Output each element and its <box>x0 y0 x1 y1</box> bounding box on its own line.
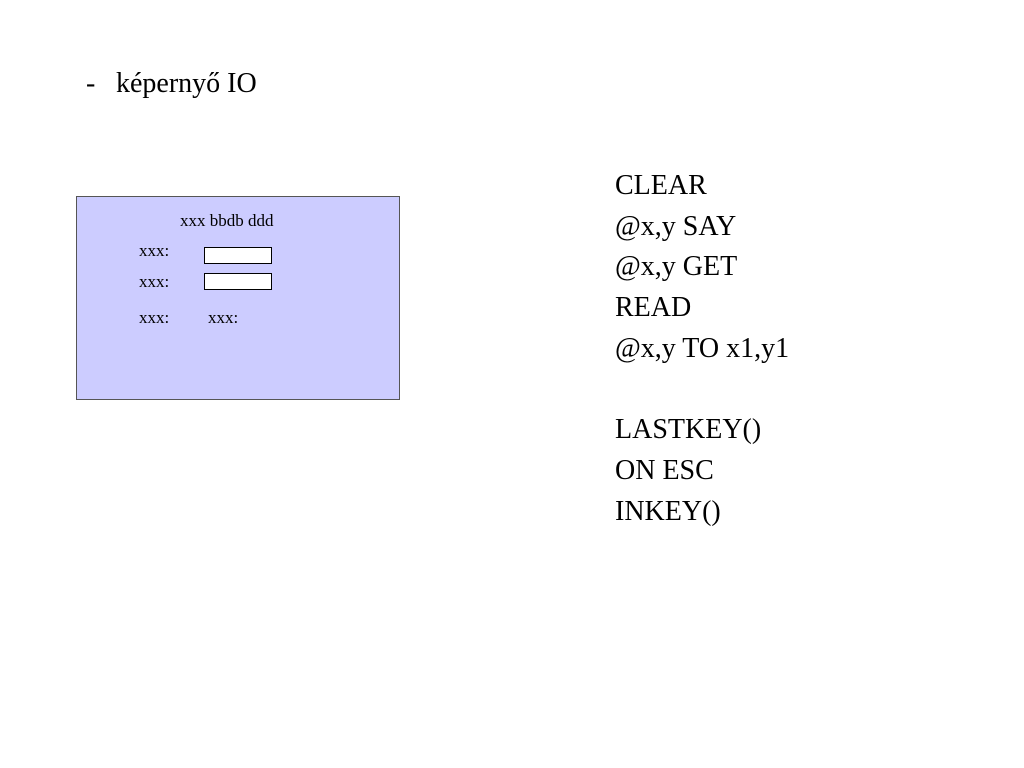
command-item: ON ESC <box>615 454 714 486</box>
input-field-2 <box>204 273 272 290</box>
field-label-1: xxx: <box>139 241 170 260</box>
field-label-2: xxx: <box>139 272 170 291</box>
bullet-dash: - <box>86 68 96 99</box>
command-item: READ <box>615 292 692 324</box>
command-item: INKEY() <box>615 495 721 527</box>
command-list: CLEAR @x,y SAY @x,y GET READ @x,y TO x1,… <box>615 166 789 532</box>
screen-title: xxx bbdb ddd <box>180 211 274 230</box>
field-label-3: xxx: <box>139 308 170 327</box>
command-item: @x,y TO x1,y1 <box>615 332 790 364</box>
command-item: @x,y SAY <box>615 210 737 242</box>
slide-heading: -képernyő IO <box>86 66 257 102</box>
screen-mockup-box: xxx bbdb ddd xxx: xxx: xxx: xxx: <box>76 196 400 400</box>
command-item: @x,y GET <box>615 251 738 283</box>
command-spacer <box>615 369 789 410</box>
input-field-1 <box>204 247 272 264</box>
heading-text: képernyő IO <box>116 68 257 99</box>
field-label-4: xxx: <box>208 308 239 327</box>
command-item: CLEAR <box>615 170 707 201</box>
command-item: LASTKEY() <box>615 414 762 446</box>
